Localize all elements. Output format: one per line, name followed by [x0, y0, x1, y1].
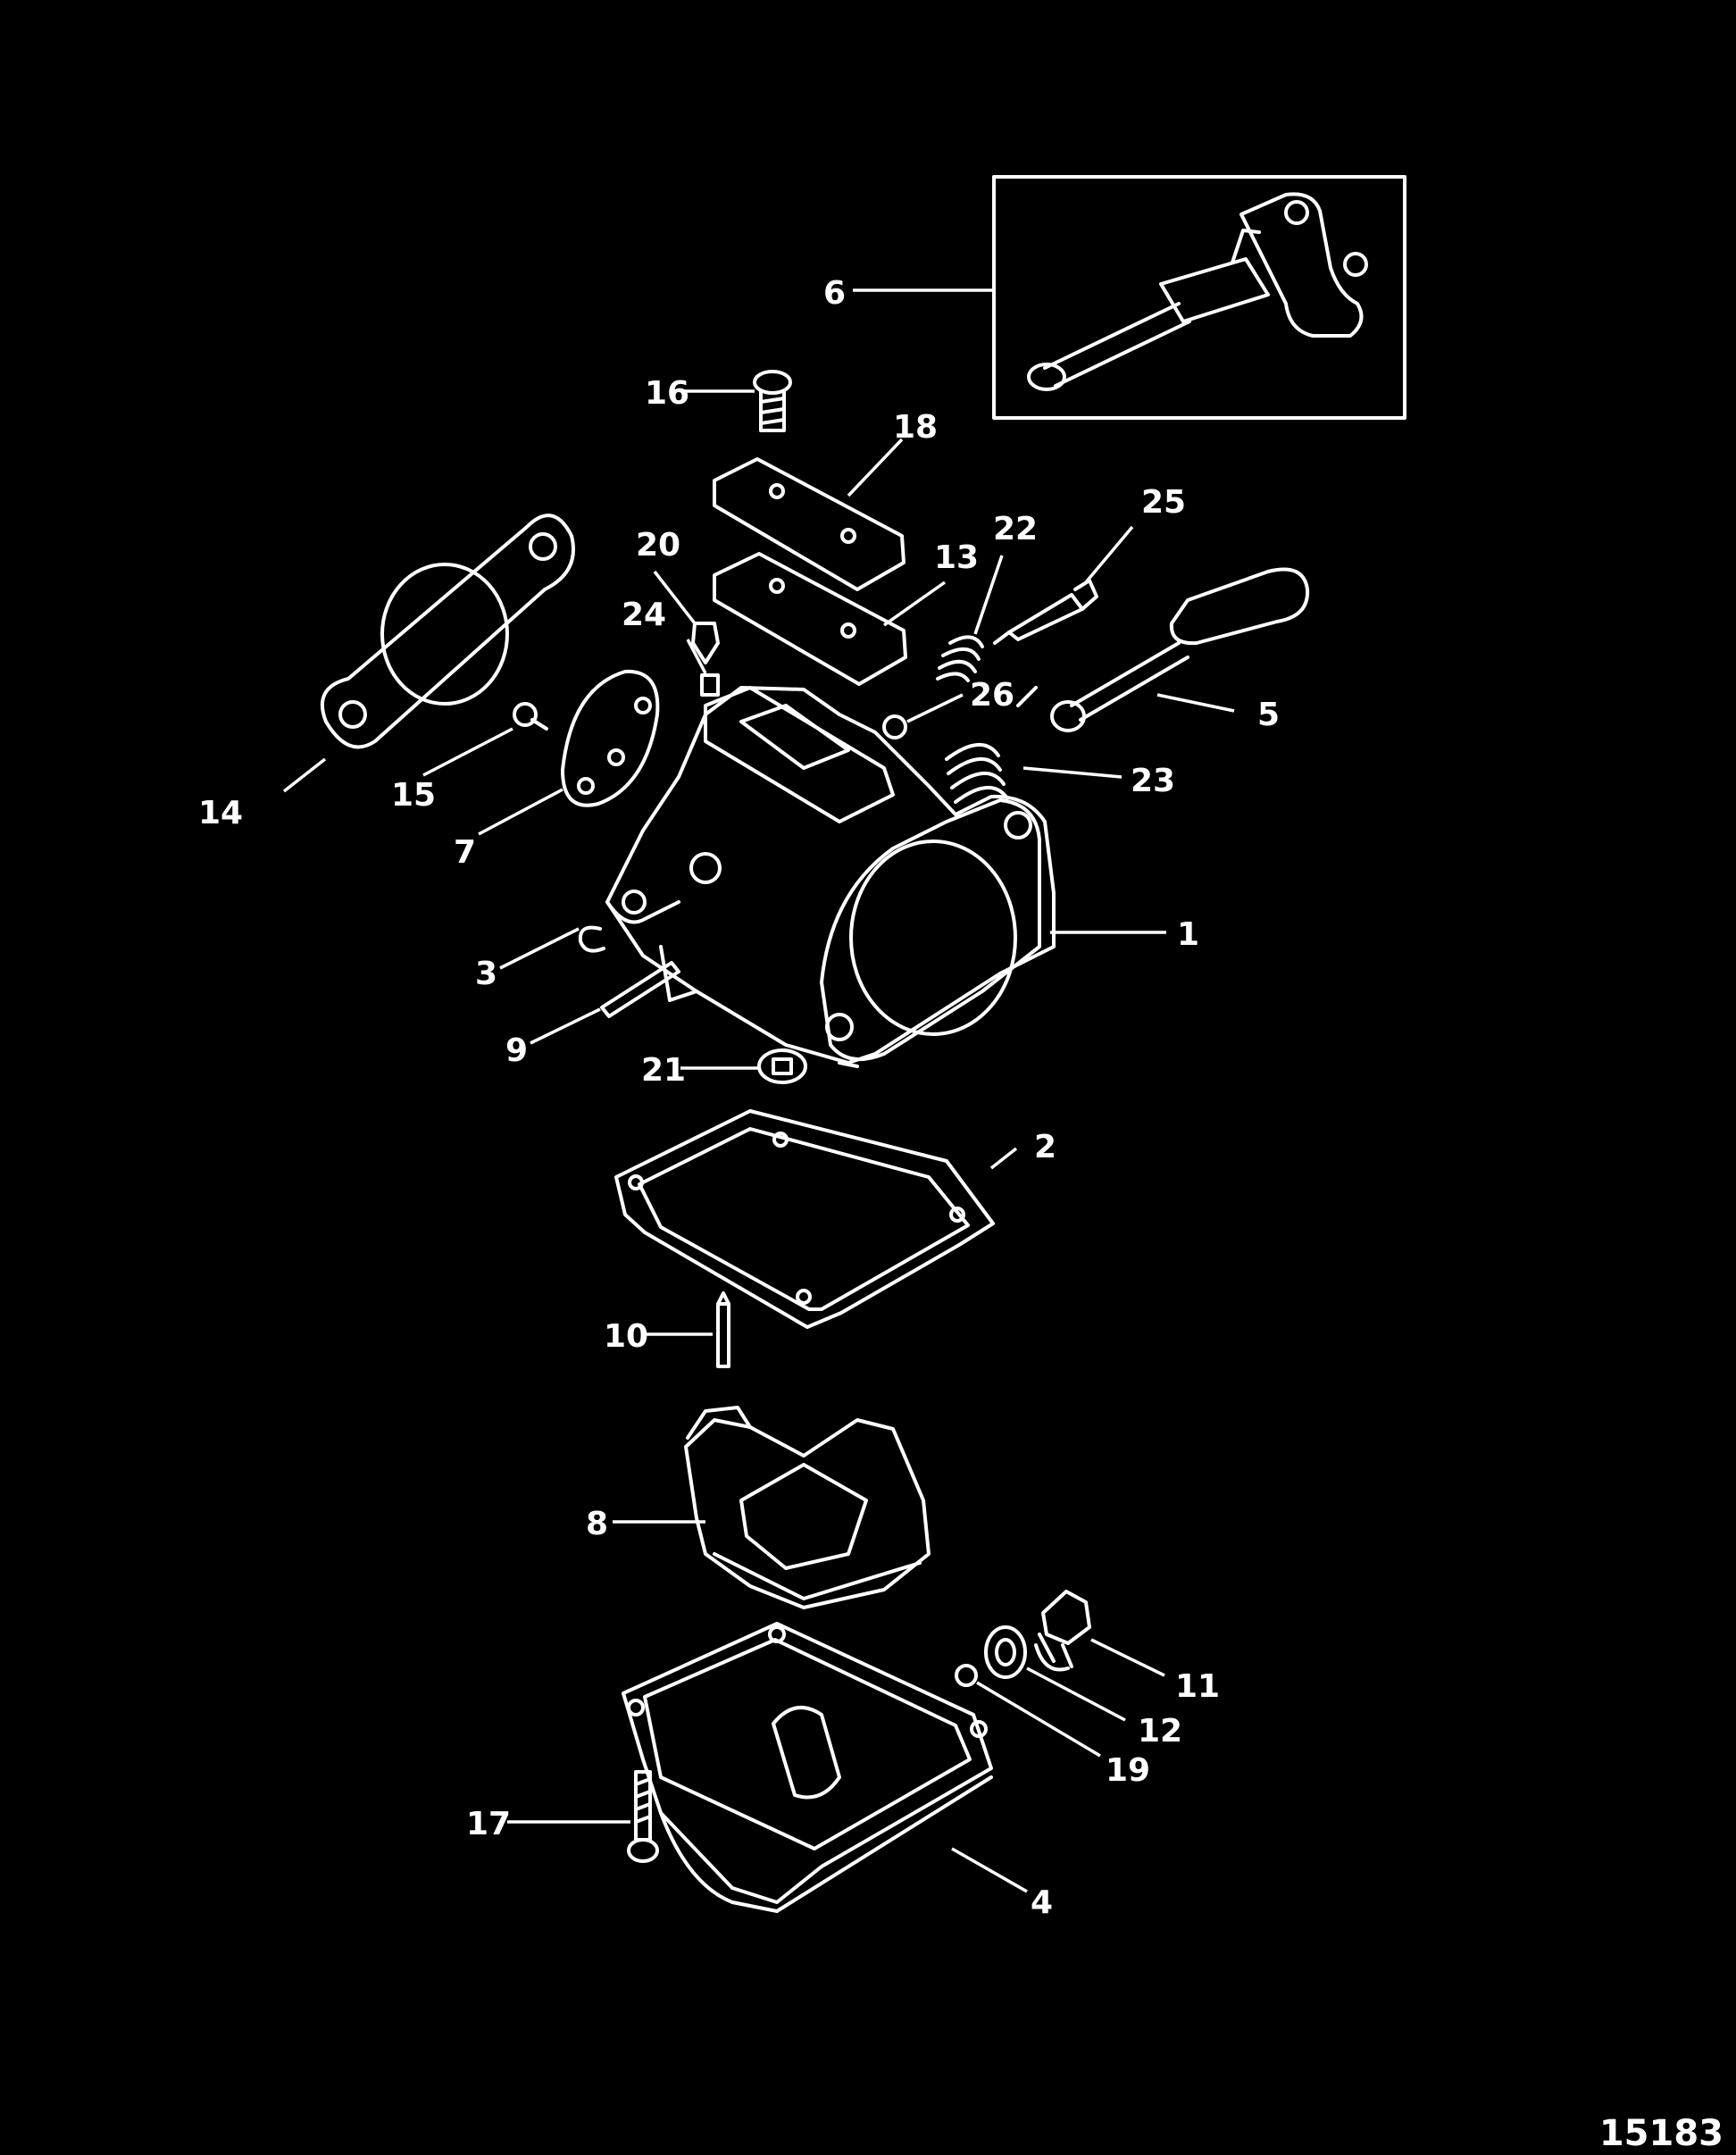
callout-labels: 6 16 18 13 25 22 20 24 26 5 23 14 15 7 1… [198, 275, 1280, 1921]
part-22-spring [936, 635, 984, 682]
callout-22: 22 [993, 511, 1038, 547]
part-2-gasket [614, 1109, 995, 1329]
callout-18: 18 [893, 409, 938, 446]
part-25-adjusting-screw [993, 579, 1098, 645]
part-15-screw [513, 702, 548, 731]
part-21-washer [757, 1048, 807, 1084]
part-3-e-clip [578, 925, 605, 953]
leader-lines [282, 288, 1235, 1893]
callout-7: 7 [454, 834, 476, 871]
part-26-plug [882, 714, 907, 739]
part-19-screw [955, 1664, 978, 1687]
part-20-needle [691, 622, 720, 664]
part-8-float [684, 1406, 931, 1609]
part-5-shaft [1050, 567, 1310, 732]
part-18-plate [713, 457, 906, 591]
figure-number: 15183 [1599, 2113, 1723, 2154]
part-12-washer [984, 1625, 1027, 1679]
callout-14: 14 [198, 795, 243, 831]
callout-24: 24 [622, 597, 666, 633]
callout-1: 1 [1177, 916, 1199, 953]
callout-13: 13 [934, 539, 979, 576]
part-1-carburetor-body [605, 686, 1056, 1068]
part-10-pin [716, 1291, 730, 1368]
callout-3: 3 [475, 956, 497, 992]
callout-4: 4 [1031, 1884, 1053, 1921]
callout-20: 20 [636, 527, 680, 564]
callout-17: 17 [466, 1806, 511, 1842]
callout-15: 15 [391, 777, 436, 814]
callout-19: 19 [1106, 1752, 1150, 1789]
part-13-gasket [713, 552, 907, 686]
callout-5: 5 [1257, 697, 1280, 733]
part-24-seat [700, 673, 720, 697]
part-7-throttle-plate [561, 669, 660, 807]
part-17-screw [627, 1770, 659, 1863]
part-4-float-bowl [622, 1622, 993, 1913]
callout-6: 6 [823, 275, 846, 312]
part-16-screw [753, 370, 792, 432]
callout-23: 23 [1131, 763, 1175, 799]
part-14-flange-gasket [321, 514, 575, 749]
callout-9: 9 [505, 1032, 528, 1069]
callout-8: 8 [586, 1506, 608, 1542]
callout-16: 16 [645, 375, 689, 412]
callout-2: 2 [1034, 1129, 1056, 1165]
callout-21: 21 [641, 1052, 686, 1089]
part-9-pin [600, 961, 680, 1018]
callout-12: 12 [1138, 1713, 1182, 1750]
part-23-spring [945, 686, 1038, 804]
callout-11: 11 [1175, 1668, 1220, 1705]
part-6-inset-box [992, 175, 1406, 420]
callout-10: 10 [604, 1318, 648, 1355]
part-11-drain-plug [1034, 1590, 1091, 1672]
callout-26: 26 [970, 677, 1014, 714]
callout-25: 25 [1141, 484, 1186, 521]
